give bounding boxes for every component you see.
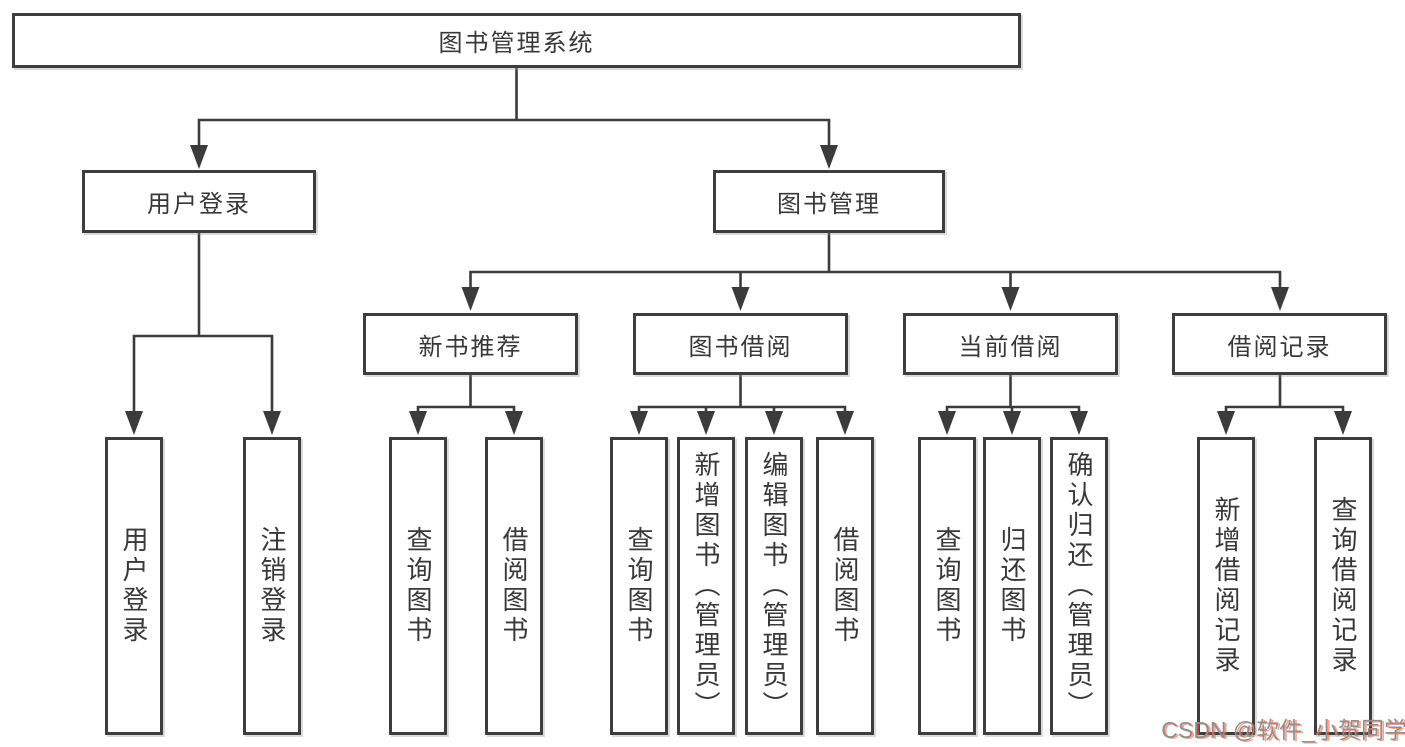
leaf-confirm-return-admin: 确认归还（管理员） bbox=[1050, 437, 1108, 735]
leaf-borrow-query-books-label: 查询图书 bbox=[624, 526, 654, 646]
node-current-borrow: 当前借阅 bbox=[903, 313, 1118, 375]
leaf-current-query-books: 查询图书 bbox=[918, 437, 976, 735]
leaf-logout-label: 注销登录 bbox=[257, 526, 287, 646]
leaf-borrow-query-books: 查询图书 bbox=[610, 437, 668, 735]
node-user-login: 用户登录 bbox=[82, 170, 316, 233]
leaf-logout: 注销登录 bbox=[243, 437, 301, 735]
leaf-edit-books-admin-label: 编辑图书（管理员） bbox=[759, 451, 789, 721]
node-book-management: 图书管理 bbox=[713, 170, 945, 233]
node-book-borrow: 图书借阅 bbox=[633, 313, 848, 375]
leaf-newbooks-borrow-books: 借阅图书 bbox=[485, 437, 543, 735]
node-current-borrow-label: 当前借阅 bbox=[958, 333, 1063, 361]
leaf-return-books-label: 归还图书 bbox=[997, 526, 1027, 646]
leaf-query-borrow-record-label: 查询借阅记录 bbox=[1328, 496, 1358, 676]
leaf-newbooks-query-books-label: 查询图书 bbox=[403, 526, 433, 646]
leaf-user-login: 用户登录 bbox=[105, 437, 163, 735]
leaf-edit-books-admin: 编辑图书（管理员） bbox=[745, 437, 803, 735]
node-borrow-records: 借阅记录 bbox=[1172, 313, 1387, 375]
leaf-add-borrow-record-label: 新增借阅记录 bbox=[1211, 496, 1241, 676]
node-user-login-label: 用户登录 bbox=[147, 191, 251, 218]
node-new-book-recommend-label: 新书推荐 bbox=[418, 333, 523, 361]
node-book-management-label: 图书管理 bbox=[777, 191, 881, 218]
leaf-borrow-books: 借阅图书 bbox=[816, 437, 874, 735]
leaf-user-login-label: 用户登录 bbox=[119, 526, 149, 646]
leaf-add-books-admin: 新增图书（管理员） bbox=[677, 437, 735, 735]
node-root-label: 图书管理系统 bbox=[438, 30, 595, 57]
csdn-watermark: CSDN @软件_小贺同学 bbox=[1161, 717, 1405, 743]
node-borrow-records-label: 借阅记录 bbox=[1227, 333, 1332, 361]
leaf-current-query-books-label: 查询图书 bbox=[932, 526, 962, 646]
node-root: 图书管理系统 bbox=[12, 13, 1021, 68]
leaf-query-borrow-record: 查询借阅记录 bbox=[1314, 437, 1372, 735]
node-new-book-recommend: 新书推荐 bbox=[363, 313, 578, 375]
node-book-borrow-label: 图书借阅 bbox=[688, 333, 793, 361]
leaf-newbooks-borrow-books-label: 借阅图书 bbox=[499, 526, 529, 646]
leaf-borrow-books-label: 借阅图书 bbox=[830, 526, 860, 646]
leaf-newbooks-query-books: 查询图书 bbox=[389, 437, 447, 735]
leaf-add-borrow-record: 新增借阅记录 bbox=[1197, 437, 1255, 735]
leaf-confirm-return-admin-label: 确认归还（管理员） bbox=[1064, 451, 1094, 721]
leaf-return-books: 归还图书 bbox=[983, 437, 1041, 735]
leaf-add-books-admin-label: 新增图书（管理员） bbox=[691, 451, 721, 721]
